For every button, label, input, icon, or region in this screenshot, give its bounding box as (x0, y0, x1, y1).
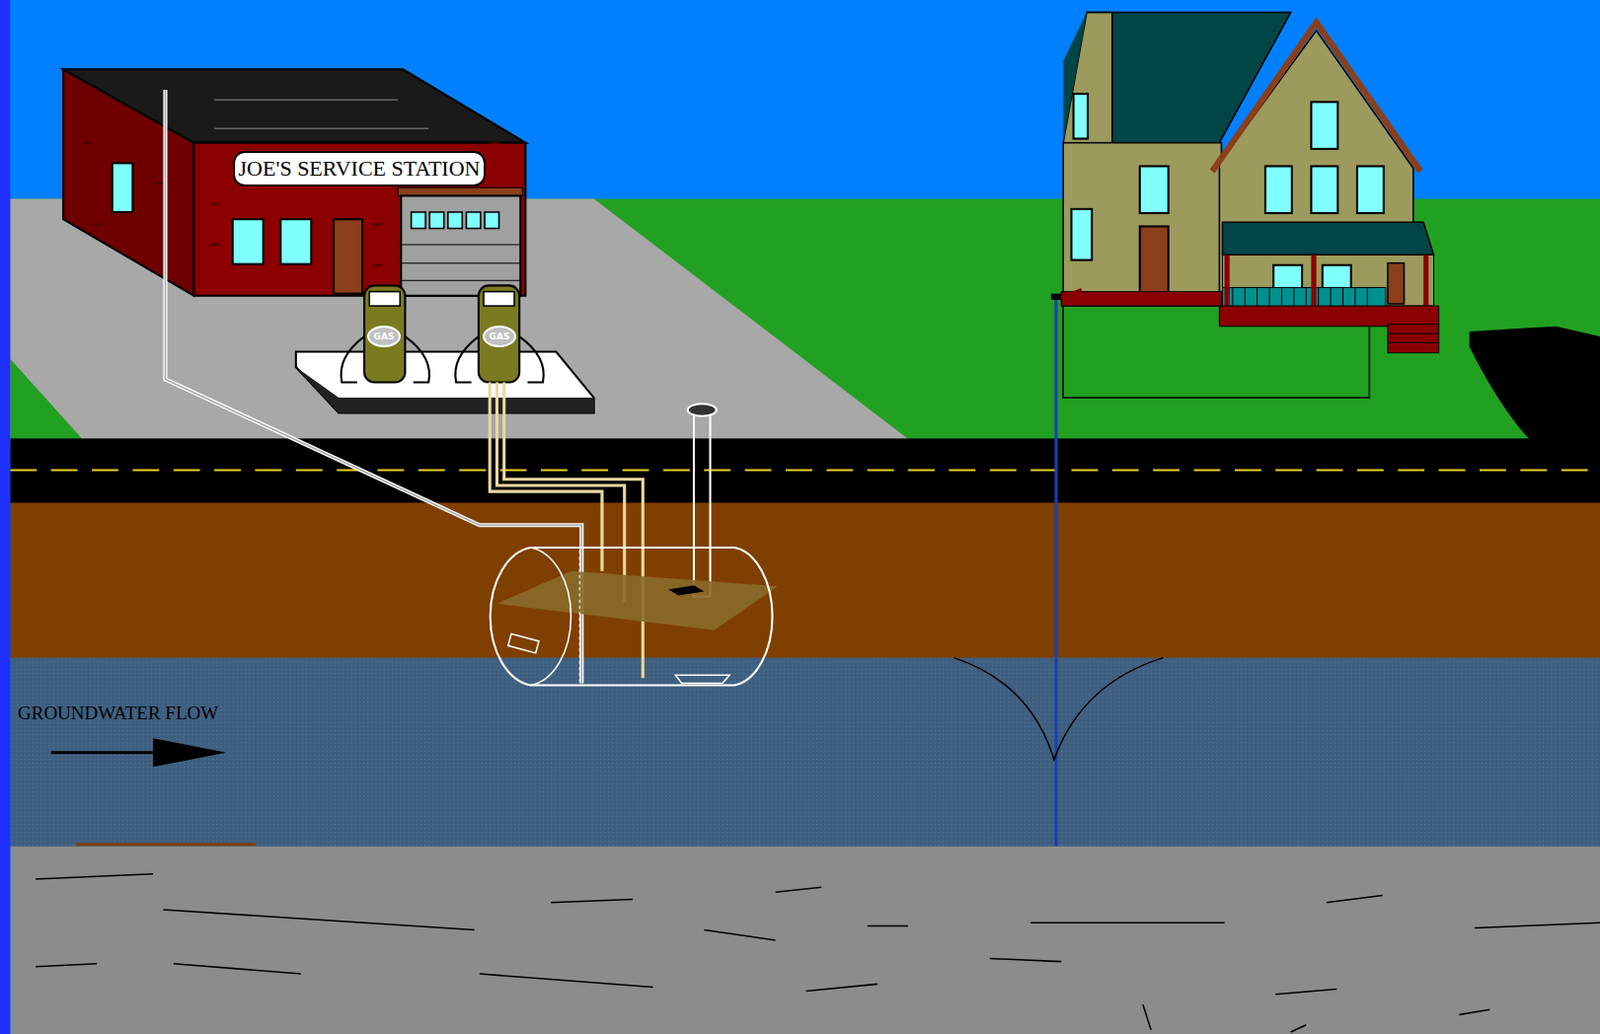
garage-windows (411, 212, 500, 229)
driveway (1469, 326, 1600, 442)
well-line (1061, 290, 1082, 299)
flow-arrowhead (152, 738, 227, 767)
roof-line (214, 99, 398, 102)
fill-cap (687, 403, 717, 416)
flow-arrow (51, 751, 164, 755)
node-text: GAS (489, 331, 511, 342)
well-casing (1054, 298, 1058, 847)
bedrock-cracks (35, 874, 1600, 1033)
cone-of-depression (954, 658, 1164, 761)
layer-label: GROUNDWATER FLOW (17, 702, 219, 725)
bedrock-edge (76, 842, 256, 846)
pump-badge: GAS (482, 325, 517, 348)
roof-line (214, 127, 429, 130)
node-text: GAS (374, 331, 395, 342)
fill-pipe (693, 413, 711, 598)
window (112, 162, 134, 213)
window (280, 219, 311, 264)
station-sign: JOE'S SERVICE STATION (232, 151, 486, 187)
window (232, 219, 264, 264)
bedrock-layer (9, 846, 1600, 1034)
product-pipe (489, 382, 643, 680)
garage-lines (400, 244, 521, 281)
garage-header (397, 187, 523, 196)
building-front (193, 143, 526, 297)
grass-corner (9, 359, 83, 442)
gas-pump (455, 285, 543, 382)
road-centerline (9, 468, 1600, 471)
building-roof (63, 69, 526, 143)
pump-badge: GAS (367, 325, 401, 348)
house (1061, 11, 1440, 398)
node-text: JOE'S SERVICE STATION (238, 155, 481, 182)
groundwater-layer (9, 658, 1600, 849)
door (333, 219, 363, 294)
well-head (1051, 294, 1062, 301)
grass (9, 199, 1600, 445)
gas-pump (341, 285, 430, 382)
road (9, 438, 1600, 504)
frame (0, 0, 10, 1034)
storage-tank (490, 547, 778, 686)
soil-layer (9, 503, 1600, 660)
garage-door (400, 195, 521, 296)
pump-island (296, 352, 595, 414)
